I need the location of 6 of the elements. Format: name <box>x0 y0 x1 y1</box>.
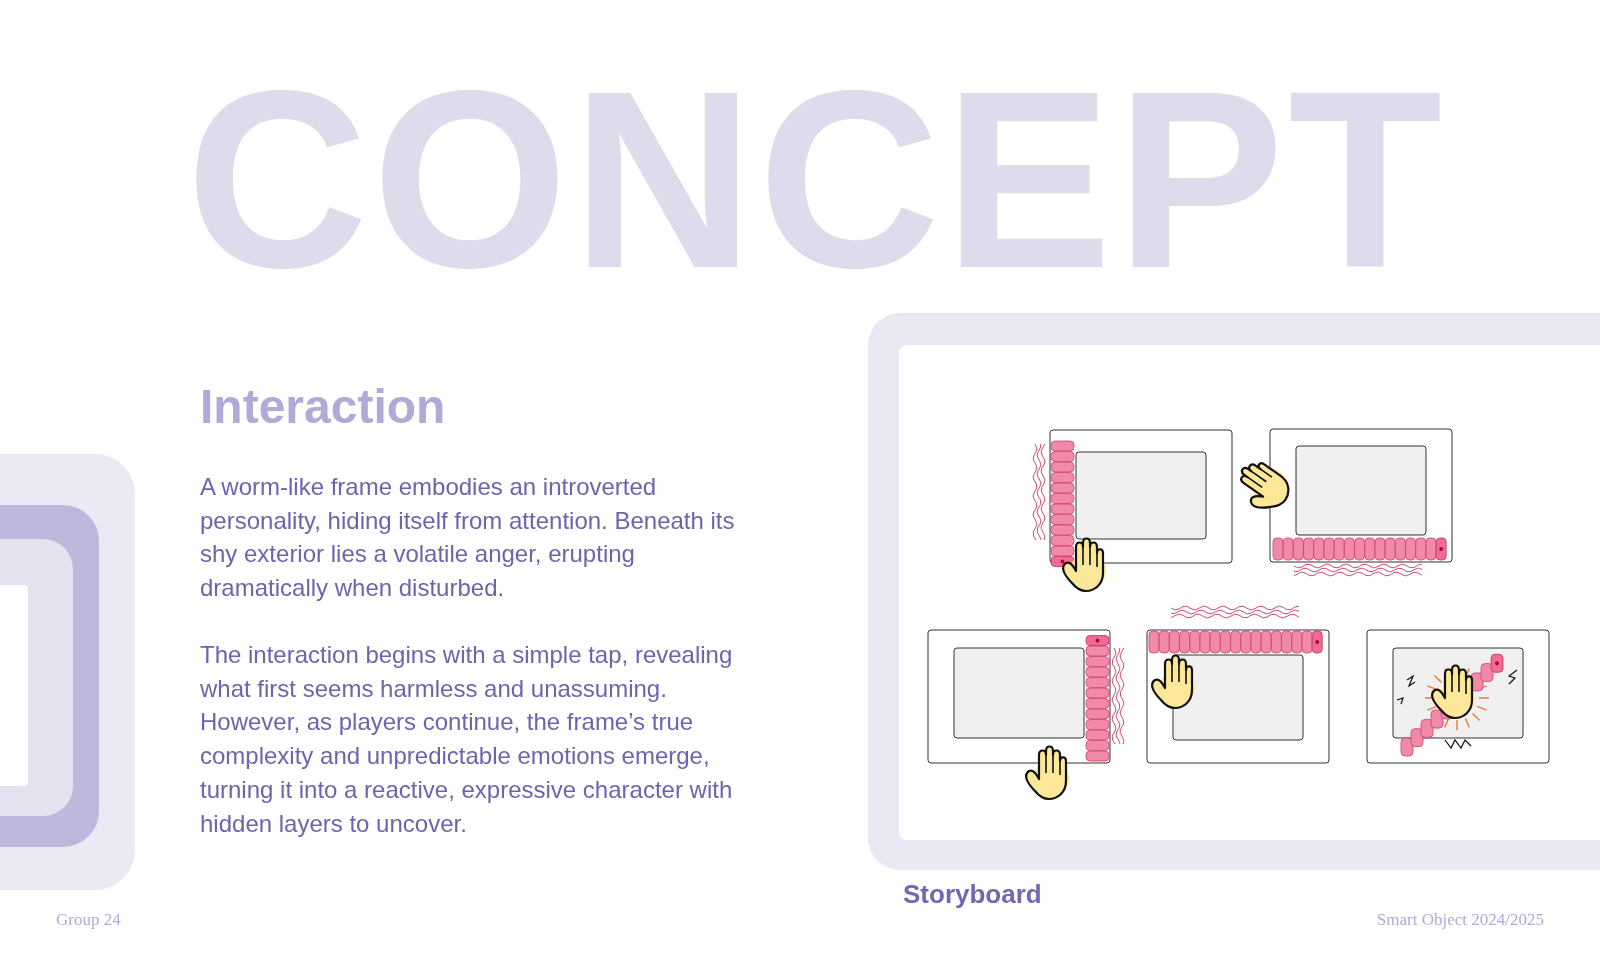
body-paragraph: A worm-like frame embodies an introverted personality, hiding itself from attention. Beneath its shy exterior lies a volatile anger, erupting dramatically when disturbed. <box>200 472 736 604</box>
footer-text: Group 24 <box>56 910 121 931</box>
figure-caption: Storyboard <box>903 879 1042 911</box>
section-heading: Interaction <box>200 379 446 435</box>
body-paragraph: The interaction begins with a simple tap, revealing what first seems harmless and unassuming. However, as players continue, the frame’s true complexity and unpredictable emotions emerge, turning it into a reactive, expressive character with hidden layers to uncover. <box>200 640 734 839</box>
footer-text: Smart Object 2024/2025 <box>1376 910 1544 931</box>
